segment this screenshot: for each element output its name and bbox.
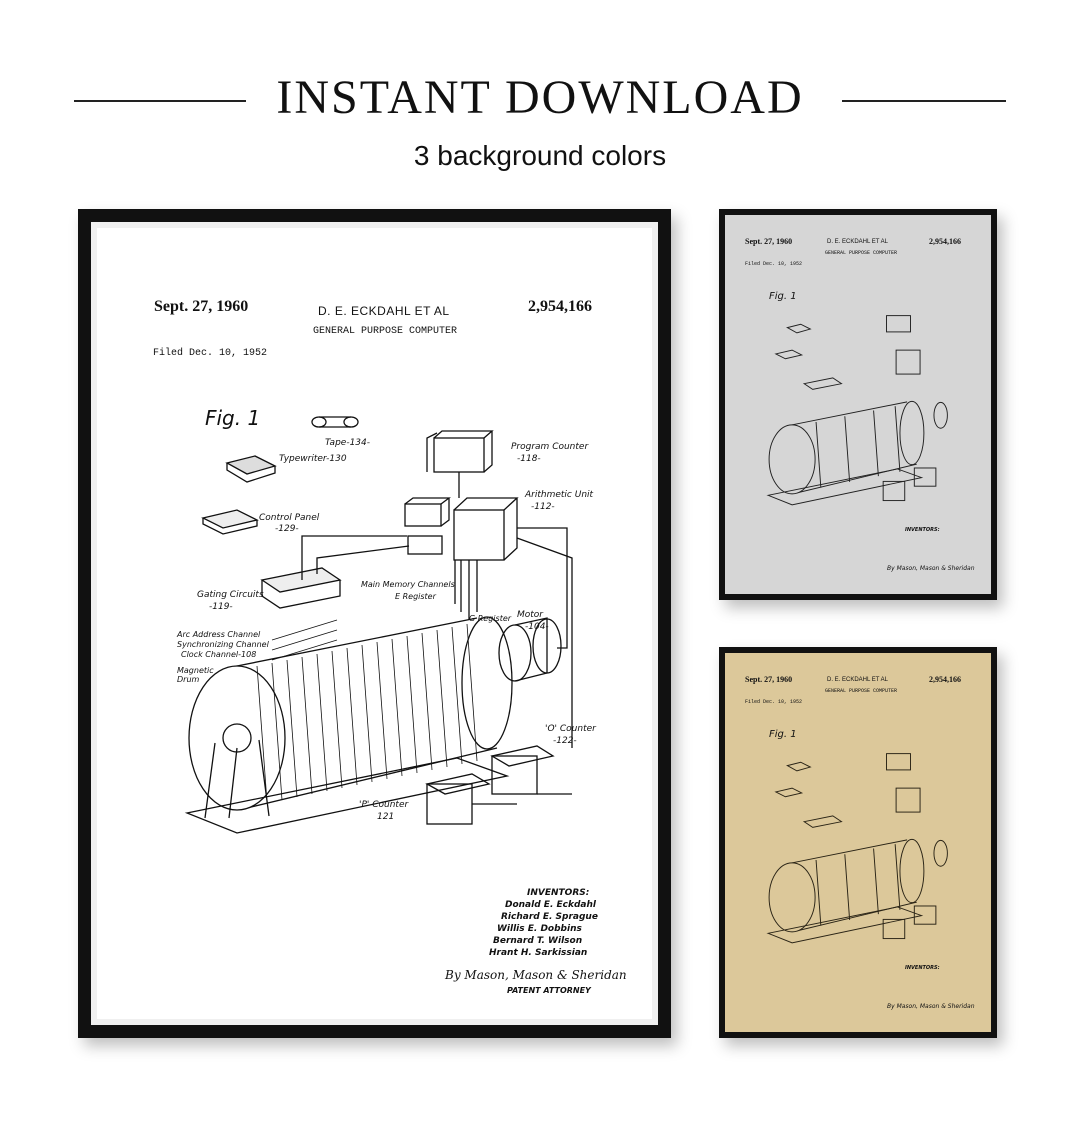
label-o-counter-num: -122- <box>553 736 577 746</box>
gray-frame: Sept. 27, 1960 D. E. ECKDAHL ET AL 2,954… <box>719 209 997 600</box>
patent-inventor-line: D. E. ECKDAHL ET AL <box>827 677 889 683</box>
label-motor-num: -104- <box>525 622 549 632</box>
patent-filed-date: Filed Dec. 10, 1952 <box>745 699 803 705</box>
poster-parchment: Sept. 27, 1960 D. E. ECKDAHL ET AL 2,954… <box>725 653 991 1032</box>
poster-white: Sept. 27, 1960 D. E. ECKDAHL ET AL 2,954… <box>97 228 652 1019</box>
inventor-name: Richard E. Sprague <box>501 912 598 922</box>
inventors-heading: INVENTORS: <box>527 888 590 898</box>
label-motor: Motor <box>517 610 544 620</box>
label-p-counter: 'P' Counter <box>359 800 409 810</box>
headline: INSTANT DOWNLOAD <box>276 71 804 124</box>
inventors-heading: INVENTORS: <box>905 965 940 971</box>
label-o-counter: 'O' Counter <box>545 724 596 734</box>
patent-title: GENERAL PURPOSE COMPUTER <box>313 326 458 337</box>
label-arc-address: Arc Address Channel <box>177 630 261 639</box>
patent-inventor-line: D. E. ECKDAHL ET AL <box>827 239 889 245</box>
label-gating-circuits: Gating Circuits <box>197 590 264 600</box>
inventor-name: Willis E. Dobbins <box>497 924 582 934</box>
label-main-memory: Main Memory Channels <box>361 580 455 589</box>
label-program-counter: Program Counter <box>511 442 589 452</box>
patent-number: 2,954,166 <box>528 298 592 315</box>
label-p-counter-num: 121 <box>377 812 395 822</box>
label-gating-circuits-num: -119- <box>209 602 233 612</box>
large-frame-mat: Sept. 27, 1960 D. E. ECKDAHL ET AL 2,954… <box>91 222 658 1025</box>
attorney-label: Patent Attorney <box>507 986 591 995</box>
parchment-frame: Sept. 27, 1960 D. E. ECKDAHL ET AL 2,954… <box>719 647 997 1038</box>
label-clock-channel: Clock Channel-108 <box>181 650 257 659</box>
label-typewriter: Typewriter-130 <box>279 454 347 464</box>
label-magnetic-drum: Magnetic Drum <box>177 666 214 684</box>
poster-gray: Sept. 27, 1960 D. E. ECKDAHL ET AL 2,954… <box>725 215 991 594</box>
attorney-signature: By Mason, Mason & Sheridan <box>887 1003 975 1010</box>
label-arithmetic-unit-num: -112- <box>531 502 555 512</box>
patent-inventor-line: D. E. ECKDAHL ET AL <box>318 304 450 318</box>
patent-filed-date: Filed Dec. 10, 1952 <box>153 348 268 359</box>
left-divider-line <box>74 100 246 102</box>
figure-label: Fig. 1 <box>205 406 261 430</box>
patent-number: 2,954,166 <box>929 675 961 684</box>
label-sync-channel: Synchronizing Channel <box>177 640 269 649</box>
computer-drawing <box>766 315 948 506</box>
computer-drawing <box>184 416 573 834</box>
label-arithmetic-unit: Arithmetic Unit <box>525 490 594 500</box>
patent-date: Sept. 27, 1960 <box>745 237 793 246</box>
patent-number: 2,954,166 <box>929 237 961 246</box>
figure-label: Fig. 1 <box>769 729 797 740</box>
attorney-signature: By Mason, Mason & Sheridan <box>445 968 627 982</box>
label-g-register: G Register <box>469 614 512 623</box>
right-divider-line <box>842 100 1006 102</box>
patent-date: Sept. 27, 1960 <box>154 298 249 315</box>
large-frame: Sept. 27, 1960 D. E. ECKDAHL ET AL 2,954… <box>78 209 671 1038</box>
label-control-panel-num: -129- <box>275 524 299 534</box>
patent-filed-date: Filed Dec. 10, 1952 <box>745 261 803 267</box>
label-e-register: E Register <box>395 592 436 601</box>
label-tape: Tape-134- <box>325 438 370 448</box>
inventor-name: Bernard T. Wilson <box>493 936 583 946</box>
computer-drawing <box>766 753 948 944</box>
inventor-name: Donald E. Eckdahl <box>505 900 596 910</box>
patent-title: GENERAL PURPOSE COMPUTER <box>825 250 898 256</box>
patent-date: Sept. 27, 1960 <box>745 675 793 684</box>
inventor-name: Hrant H. Sarkissian <box>489 948 588 958</box>
subheadline: 3 background colors <box>413 140 667 171</box>
label-program-counter-num: -118- <box>517 454 541 464</box>
figure-label: Fig. 1 <box>769 291 797 302</box>
inventors-heading: INVENTORS: <box>905 527 940 533</box>
label-control-panel: Control Panel <box>259 513 320 523</box>
attorney-signature: By Mason, Mason & Sheridan <box>887 565 975 572</box>
patent-title: GENERAL PURPOSE COMPUTER <box>825 688 898 694</box>
